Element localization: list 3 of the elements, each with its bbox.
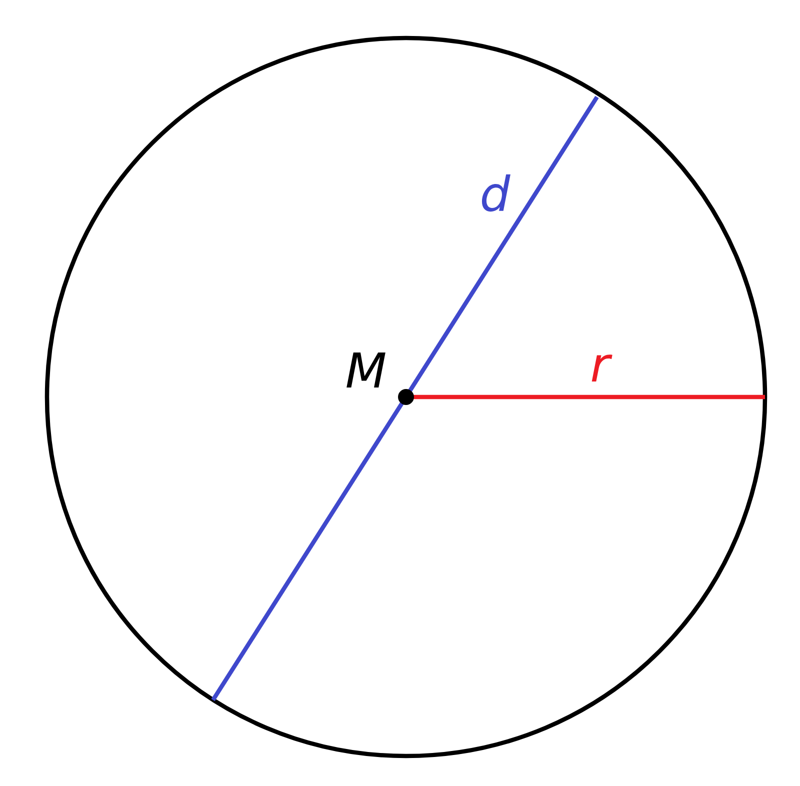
length-label: r (592, 354, 612, 382)
length-label: d (482, 174, 510, 212)
point-label: M (346, 352, 386, 388)
